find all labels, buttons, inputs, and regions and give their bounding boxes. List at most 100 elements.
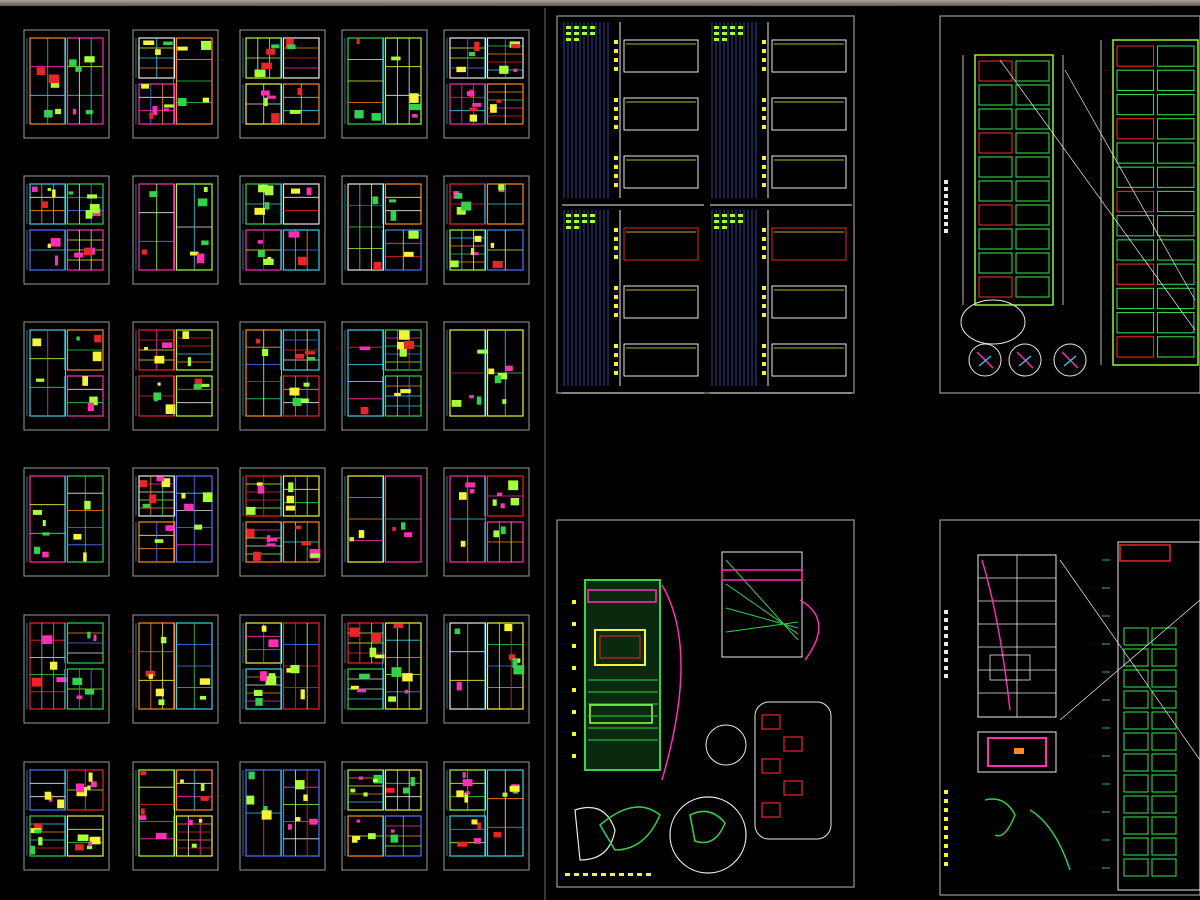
material-hatch	[500, 526, 506, 535]
material-hatch	[410, 777, 415, 787]
material-hatch	[271, 44, 280, 49]
tag-mark	[944, 835, 948, 839]
material-hatch	[368, 833, 376, 840]
side-hatch	[725, 621, 799, 633]
material-hatch	[402, 673, 413, 682]
material-hatch	[84, 689, 95, 695]
detail-mark	[1016, 351, 1034, 369]
cabinet-door	[1015, 252, 1050, 274]
tag-mark	[572, 732, 576, 736]
material-hatch	[257, 240, 263, 244]
wall-panel	[1123, 711, 1149, 730]
tag-mark	[572, 688, 576, 692]
wall-panel	[1151, 669, 1177, 688]
material-hatch	[93, 634, 97, 642]
title-text-mark	[566, 38, 571, 41]
title-text-mark	[574, 32, 579, 35]
detail-circle	[669, 796, 747, 874]
material-hatch	[261, 810, 272, 820]
material-hatch	[73, 533, 82, 540]
material-hatch	[409, 93, 419, 103]
tag-mark	[614, 362, 618, 366]
tag-mark	[762, 156, 766, 160]
tall-elevation	[1117, 541, 1200, 891]
material-hatch	[474, 41, 480, 52]
material-hatch	[458, 492, 467, 500]
sheet-frame	[939, 15, 1200, 394]
material-hatch	[286, 668, 294, 673]
title-text-mark	[714, 26, 719, 29]
tag-mark	[762, 40, 766, 44]
material-hatch	[193, 384, 202, 390]
title-text-mark	[566, 220, 571, 223]
material-hatch	[194, 524, 203, 530]
material-hatch	[349, 627, 360, 637]
material-hatch	[354, 110, 364, 119]
thumbnail-frame	[443, 175, 530, 285]
material-hatch	[408, 230, 419, 239]
material-hatch	[473, 838, 481, 844]
material-hatch	[201, 40, 212, 50]
material-hatch	[256, 482, 263, 486]
material-hatch	[454, 628, 461, 635]
cabinet-door	[1156, 45, 1195, 67]
material-hatch	[404, 689, 409, 694]
tag-mark	[614, 107, 618, 111]
thumbnail-frame	[443, 614, 530, 724]
material-hatch	[390, 210, 397, 221]
elevation-outline	[449, 83, 487, 125]
title-text-mark	[730, 214, 735, 217]
tag-mark	[762, 295, 766, 299]
wall-panel	[1123, 648, 1149, 667]
thumbnail-frame	[341, 175, 428, 285]
label-mark	[944, 634, 948, 638]
material-hatch	[144, 346, 148, 351]
wall-panel	[1151, 795, 1177, 814]
material-hatch	[469, 489, 475, 494]
thumbnail-frame	[23, 761, 110, 871]
drawing-thumbnail	[341, 29, 428, 139]
cabinet-door	[1116, 118, 1155, 140]
thumbnail-frame	[132, 614, 219, 724]
material-hatch	[502, 792, 508, 797]
cabinet-door	[978, 252, 1013, 274]
drawing-thumbnail	[443, 321, 530, 431]
material-hatch	[511, 44, 520, 49]
title-text-mark	[566, 214, 571, 217]
material-hatch	[505, 365, 513, 372]
material-hatch	[75, 66, 82, 72]
elevation-outline	[384, 183, 422, 225]
cabinet-door	[1015, 156, 1050, 178]
material-hatch	[292, 397, 302, 406]
tag-mark	[614, 237, 618, 241]
material-hatch	[254, 69, 266, 77]
material-hatch	[356, 819, 361, 823]
title-text-mark	[574, 26, 579, 29]
tag-mark	[614, 353, 618, 357]
material-hatch	[398, 330, 410, 340]
material-hatch	[246, 506, 256, 515]
material-hatch	[468, 51, 476, 57]
elevation-outline	[384, 622, 422, 710]
wall-panel	[1151, 627, 1177, 646]
material-hatch	[47, 243, 51, 248]
side-elevation	[721, 551, 803, 658]
material-hatch	[359, 673, 370, 680]
material-hatch	[454, 192, 463, 199]
material-hatch	[285, 38, 294, 48]
door-panel	[623, 227, 699, 261]
material-hatch	[389, 199, 397, 203]
material-hatch	[141, 84, 150, 89]
cabinet-door	[1116, 45, 1155, 67]
drawing-thumbnail	[341, 467, 428, 577]
wall-panel	[1123, 732, 1149, 751]
material-hatch	[498, 184, 505, 191]
material-hatch	[386, 787, 395, 793]
material-hatch	[290, 664, 300, 674]
material-hatch	[266, 48, 276, 55]
detail-circle	[1053, 343, 1087, 377]
material-hatch	[156, 476, 164, 482]
elevation-outline	[29, 475, 67, 563]
title-text-mark	[637, 873, 642, 876]
